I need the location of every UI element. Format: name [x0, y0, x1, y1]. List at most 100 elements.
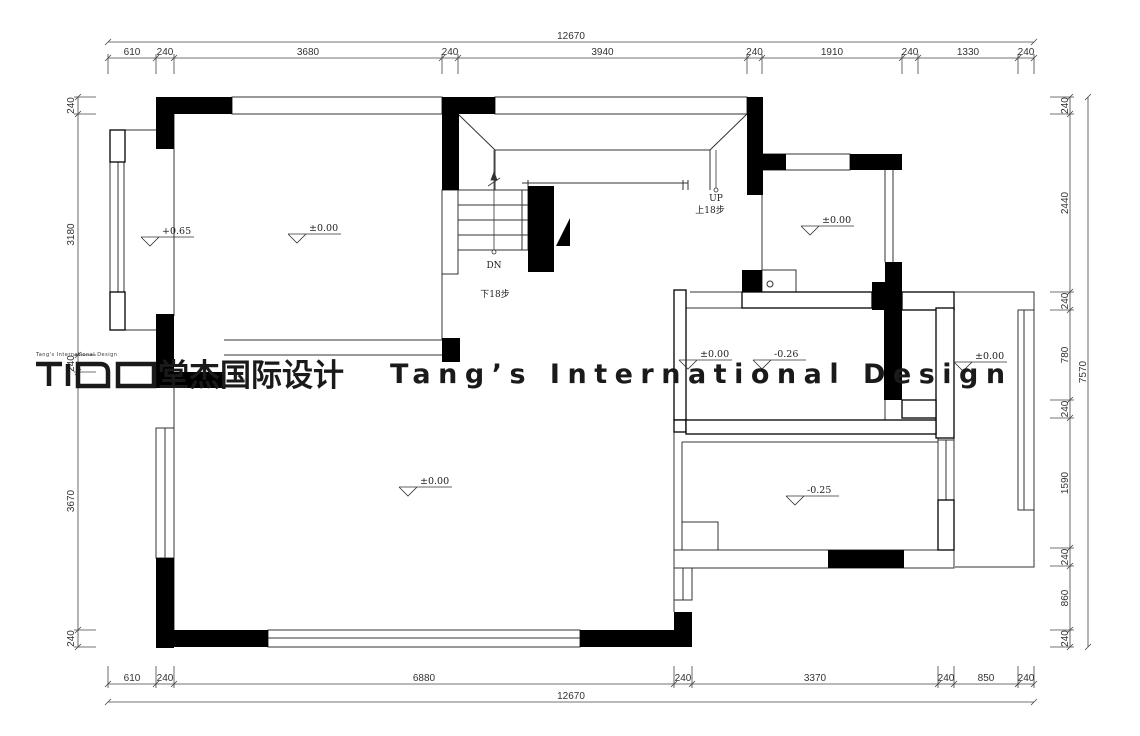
dim-tick: [758, 54, 766, 62]
top-segment-label: 3940: [591, 47, 614, 58]
wall-bottom-right: [580, 630, 692, 647]
wall-stair-right: [747, 97, 763, 195]
stair-newel: [528, 186, 554, 272]
column-right: [872, 282, 902, 310]
dim-tick: [1014, 680, 1022, 688]
dim-tick: [1030, 38, 1038, 46]
top-segment-label: 240: [1018, 47, 1035, 58]
wall-left-lower: [156, 558, 174, 648]
level-marker-balcony: ±0.00: [953, 351, 1007, 372]
bottom-segment-label: 6880: [413, 673, 436, 684]
fixture-box: [761, 269, 797, 293]
right-segment-label: 860: [1060, 589, 1071, 606]
dim-tick: [914, 54, 922, 62]
dim-tick: [104, 54, 112, 62]
bottom-segment-label: 610: [124, 673, 141, 684]
stair-up-dot: [713, 187, 719, 193]
dim-tick: [1066, 306, 1074, 314]
wall-bottom-left: [156, 630, 268, 647]
top-segment-label: 240: [442, 47, 459, 58]
dim-tick: [74, 110, 82, 118]
wall-top-left: [156, 97, 232, 114]
top-segment-label: 240: [746, 47, 763, 58]
bottom-segment-label: 240: [675, 673, 692, 684]
top-segment-label: 610: [124, 47, 141, 58]
dim-tick: [1066, 288, 1074, 296]
level-label: -0.26: [774, 349, 798, 360]
top-window-mid: [494, 96, 748, 115]
right-segment-label: 2440: [1060, 191, 1071, 214]
dim-tick: [1066, 643, 1074, 651]
stair-markers: [487, 150, 719, 255]
dim-tick: [1030, 680, 1038, 688]
dim-tick: [1066, 626, 1074, 634]
dim-tick: [170, 680, 178, 688]
dim-tick: [950, 680, 958, 688]
dim-tick: [454, 54, 462, 62]
bottom-segment-label: 240: [157, 673, 174, 684]
top-segment-label: 240: [157, 47, 174, 58]
dim-tick: [1030, 54, 1038, 62]
watermark-small-caption: Tang's International Design: [35, 352, 117, 358]
dim-tick: [1066, 562, 1074, 570]
level-triangle-icon: [140, 236, 194, 247]
stair-down-dot: [491, 249, 497, 255]
dim-tick: [74, 643, 82, 651]
wall-hall-pier: [442, 338, 460, 362]
wall-top-right: [850, 154, 902, 170]
level-triangle-icon: [800, 225, 854, 236]
level-marker-upper-left-room: ±0.00: [287, 223, 341, 244]
level-triangle-icon: [785, 495, 839, 506]
watermark-logo: [36, 361, 157, 389]
level-label: -0.25: [807, 485, 831, 496]
right-segment-label: 240: [1060, 292, 1071, 309]
dim-tick: [74, 93, 82, 101]
dim-tick: [74, 351, 82, 359]
dim-tick: [152, 680, 160, 688]
level-label: ±0.00: [309, 223, 338, 234]
bottom-segment-label: 240: [1018, 673, 1035, 684]
dim-tick: [898, 54, 906, 62]
right-segment-label: 1590: [1060, 471, 1071, 494]
bottom-segment-label: 240: [938, 673, 955, 684]
white-wall-pieces: [109, 129, 955, 551]
stair-flight-outline: [457, 113, 496, 190]
right-segment-label: 240: [1060, 97, 1071, 114]
left-segment-label: 240: [66, 97, 77, 114]
wall-right-mid: [884, 310, 902, 400]
top-total-label: 12670: [557, 31, 585, 42]
stair-up-steps: 上18步: [695, 205, 724, 216]
level-triangle-icon: [678, 359, 732, 370]
stair-arrow-head: [490, 170, 498, 181]
level-marker-main-hall: ±0.00: [398, 476, 452, 497]
bay-window-outline: [109, 129, 156, 331]
level-label: ±0.00: [700, 349, 729, 360]
watermark-chinese: 堂杰国际设计: [158, 358, 344, 394]
dim-tick: [170, 54, 178, 62]
wall-left-upper: [156, 97, 174, 149]
watermark-english: Tang’s International Design: [390, 359, 1013, 390]
level-label: ±0.00: [420, 476, 449, 487]
dim-tick: [1084, 643, 1092, 651]
dim-tick: [74, 626, 82, 634]
top-window-left: [231, 96, 443, 115]
left-segment-label: 240: [66, 630, 77, 647]
dim-tick: [1066, 110, 1074, 118]
level-marker-lower-right-room: -0.25: [785, 485, 839, 506]
level-marker-mid-room-a: ±0.00: [678, 349, 732, 370]
level-label: ±0.00: [822, 215, 851, 226]
stair-down-steps: 下18步: [480, 289, 509, 300]
bottom-segment-label: 850: [978, 673, 995, 684]
dim-tick: [1066, 93, 1074, 101]
level-triangle-icon: [953, 361, 1007, 372]
left-segment-label: 240: [66, 355, 77, 372]
stair-down-label: DN: [486, 261, 501, 271]
top-segment-label: 1910: [821, 47, 844, 58]
dim-tick: [1014, 54, 1022, 62]
dim-tick: [934, 680, 942, 688]
top-segment-label: 240: [902, 47, 919, 58]
stair-labels: UP 上18步 DN 下18步: [480, 194, 724, 300]
wall-lower-room: [828, 550, 904, 568]
